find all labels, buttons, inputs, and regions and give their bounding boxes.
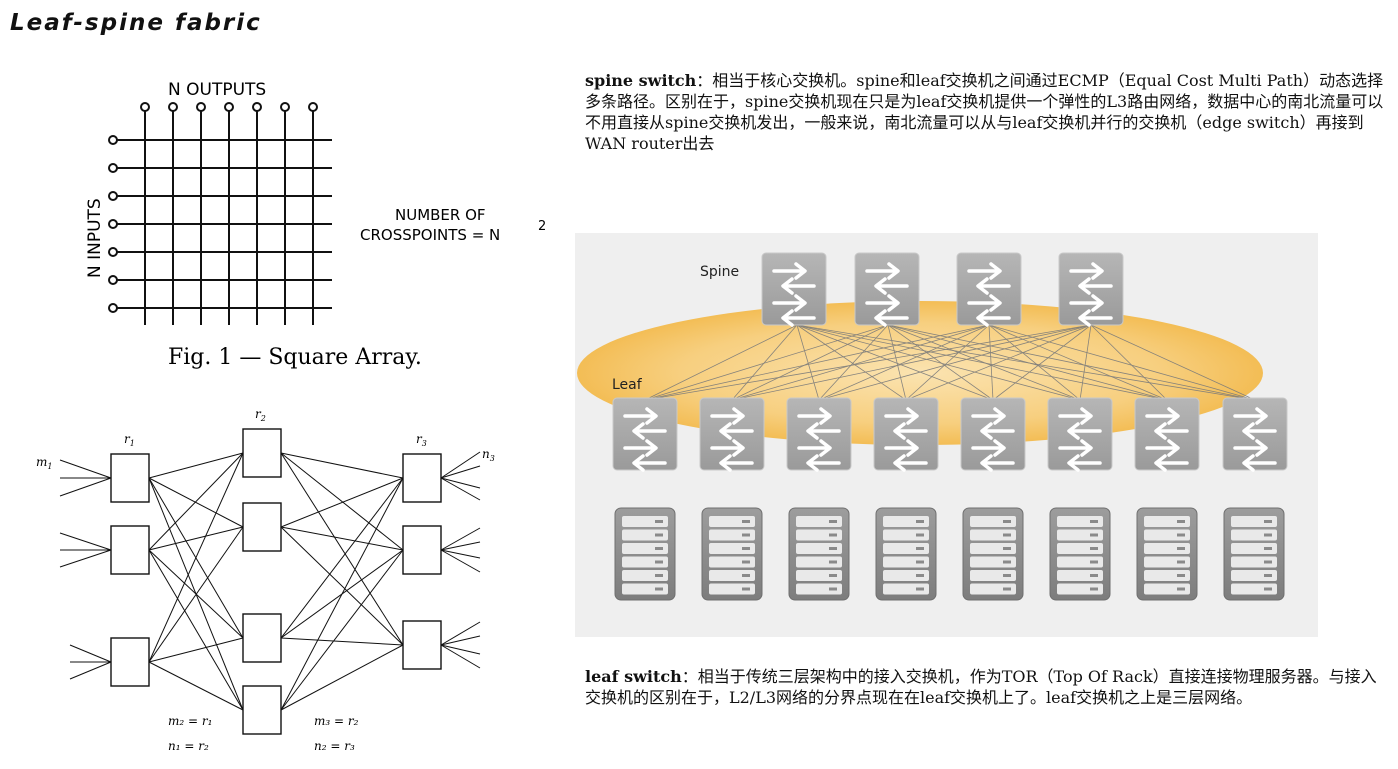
label-r1: r1 bbox=[124, 432, 135, 448]
equation-n1: n₁ = r₂ bbox=[168, 739, 209, 753]
server-rack-icon bbox=[875, 507, 937, 601]
crosspoints-exponent: 2 bbox=[538, 219, 546, 234]
clos-switch-boxes bbox=[110, 428, 442, 735]
spine-switch bbox=[761, 252, 827, 344]
input-terminals bbox=[108, 135, 118, 313]
spine-switch bbox=[1058, 252, 1124, 344]
spine-switch bbox=[956, 252, 1022, 344]
server-rack-icon bbox=[788, 507, 850, 601]
label-r3: r3 bbox=[416, 432, 427, 448]
slide-title: Leaf-spine fabric bbox=[10, 10, 262, 36]
inputs-label: N INPUTS bbox=[85, 198, 105, 278]
spine-switch-term: spine switch bbox=[585, 71, 697, 90]
label-n3: n3 bbox=[482, 447, 495, 463]
equation-m3: m₃ = r₂ bbox=[314, 714, 359, 728]
leaf-switch bbox=[699, 397, 765, 489]
equation-n2: n₂ = r₃ bbox=[314, 739, 355, 753]
server-rack-icon bbox=[1136, 507, 1198, 601]
clos-links bbox=[59, 451, 481, 711]
equation-m2: m₂ = r₁ bbox=[168, 714, 212, 728]
crosspoints-line1: NUMBER OF bbox=[395, 206, 486, 224]
server-rack-icon bbox=[701, 507, 763, 601]
server-racks bbox=[614, 507, 1285, 601]
spine-switch bbox=[854, 252, 920, 344]
server-rack-icon bbox=[614, 507, 676, 601]
input-lines bbox=[117, 139, 332, 309]
spine-label: Spine bbox=[700, 264, 739, 280]
crosspoints-line2: CROSSPOINTS = N bbox=[360, 226, 500, 244]
label-r2: r2 bbox=[255, 407, 266, 423]
leaf-switch bbox=[1047, 397, 1113, 489]
leaf-label: Leaf bbox=[612, 377, 643, 393]
spine-switches bbox=[761, 252, 1124, 344]
leaf-spine-topology: Spine Leaf bbox=[575, 233, 1318, 637]
spine-switch-body: ：相当于核心交换机。spine和leaf交换机之间通过ECMP（Equal Co… bbox=[585, 71, 1384, 153]
crossbar-figure: N OUTPUTS N INPUTS NUMBER OF CROSSPOINTS… bbox=[85, 80, 546, 370]
leaf-switch bbox=[612, 397, 678, 489]
figure-caption: Fig. 1 — Square Array. bbox=[168, 345, 422, 370]
spine-leaf-links bbox=[644, 324, 1256, 401]
leaf-switches bbox=[612, 397, 1288, 489]
leaf-switch-body: ：相当于传统三层架构中的接入交换机，作为TOR（Top Of Rack）直接连接… bbox=[585, 667, 1377, 707]
leaf-switch bbox=[1222, 397, 1288, 489]
label-m1: m1 bbox=[36, 455, 52, 471]
output-lines bbox=[144, 111, 314, 325]
output-terminals bbox=[140, 102, 318, 112]
leaf-switch bbox=[960, 397, 1026, 489]
server-rack-icon bbox=[962, 507, 1024, 601]
leaf-switch bbox=[873, 397, 939, 489]
spine-switch-description: spine switch：相当于核心交换机。spine和leaf交换机之间通过E… bbox=[585, 70, 1385, 154]
server-rack-icon bbox=[1049, 507, 1111, 601]
server-rack-icon bbox=[1223, 507, 1285, 601]
leaf-switch-term: leaf switch bbox=[585, 667, 682, 686]
leaf-switch-description: leaf switch：相当于传统三层架构中的接入交换机，作为TOR（Top O… bbox=[585, 666, 1385, 708]
leaf-switch bbox=[786, 397, 852, 489]
outputs-label: N OUTPUTS bbox=[168, 80, 266, 100]
leaf-switch bbox=[1134, 397, 1200, 489]
clos-network-figure: r1 r2 r3 m1 n3 m₂ = r₁ n₁ = r₂ m₃ = r₂ n… bbox=[36, 407, 495, 753]
